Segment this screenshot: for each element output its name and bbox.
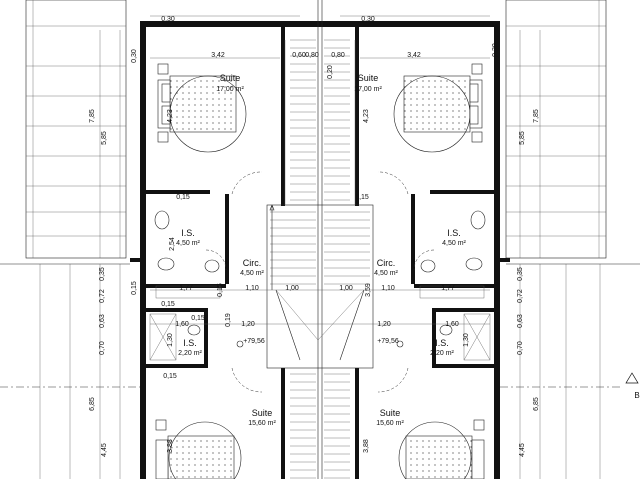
dim: 0,15 xyxy=(191,315,205,322)
dim: 0,15 xyxy=(161,301,175,308)
dim: 7,85 xyxy=(89,109,96,123)
is-right-name: I.S. xyxy=(447,228,461,238)
level-mark: +79,56 xyxy=(377,338,399,345)
dim: 0,35 xyxy=(99,267,106,281)
bed-bottom-left xyxy=(155,419,242,479)
dim: 0,70 xyxy=(99,341,106,355)
dim: 0,15 xyxy=(217,283,224,297)
dim: 6,85 xyxy=(533,397,540,411)
dim: 7,85 xyxy=(533,109,540,123)
suite-bottom-right-name: Suite xyxy=(380,408,401,418)
suite-top-right-area: 17,00 m² xyxy=(354,86,382,93)
bathroom-fixtures xyxy=(149,210,491,361)
is-small-right-area: 2,20 m² xyxy=(430,350,454,357)
dimension-labels: 0,30 0,30 3,42 3,42 0,60 0,80 0,80 0,20 … xyxy=(89,16,540,457)
dim: 0,72 xyxy=(517,289,524,303)
is-left-name: I.S. xyxy=(181,228,195,238)
circ-right-name: Circ. xyxy=(377,258,396,268)
dim: 4,23 xyxy=(167,109,174,123)
dim: 4,45 xyxy=(519,443,526,457)
dim: 0,19 xyxy=(225,313,232,327)
dim: 1,10 xyxy=(381,285,395,292)
dim: 0,15 xyxy=(176,194,190,201)
dim: 1,20 xyxy=(377,321,391,328)
dim: 4,23 xyxy=(363,109,370,123)
section-marker-label: B xyxy=(634,391,639,400)
is-small-left-area: 2,20 m² xyxy=(178,350,202,357)
suite-top-left-name: Suite xyxy=(220,73,241,83)
dim: 0,20 xyxy=(327,65,334,79)
dim: 0,80 xyxy=(331,52,345,59)
staircase xyxy=(266,39,374,479)
circ-right-area: 4,50 m² xyxy=(374,270,398,277)
is-small-left-name: I.S. xyxy=(183,338,197,348)
dim: 3,42 xyxy=(407,52,421,59)
dim: 1,77 xyxy=(179,285,193,292)
dim: 1,00 xyxy=(285,285,299,292)
door-swings xyxy=(205,171,435,393)
dim: 0,15 xyxy=(355,194,369,201)
left-balcony-area xyxy=(0,0,130,479)
suite-bottom-left-name: Suite xyxy=(252,408,273,418)
section-cut-line: B xyxy=(0,372,640,400)
dim: 3,42 xyxy=(211,52,225,59)
suite-top-left-area: 17,00 m² xyxy=(216,86,244,93)
building-walls xyxy=(130,0,510,479)
dim: 0,30 xyxy=(492,43,499,57)
bed-top-left xyxy=(157,63,247,153)
dim: 1,60 xyxy=(445,321,459,328)
bed-bottom-right xyxy=(398,419,485,479)
dim: 0,63 xyxy=(99,314,106,328)
circ-left-area: 4,50 m² xyxy=(240,270,264,277)
dim: 0,30 xyxy=(361,16,375,23)
dim: 1,10 xyxy=(245,285,259,292)
right-balcony-area xyxy=(505,0,640,479)
dim: 5,85 xyxy=(101,131,108,145)
dim: 4,45 xyxy=(101,443,108,457)
dim: 0,60 xyxy=(292,52,306,59)
level-mark: +79,56 xyxy=(243,338,265,345)
is-small-right-name: I.S. xyxy=(435,338,449,348)
dim: 0,63 xyxy=(517,314,524,328)
dim: 1,30 xyxy=(167,333,174,347)
dim: 0,35 xyxy=(517,267,524,281)
dim: 3,88 xyxy=(167,439,174,453)
dim: 0,15 xyxy=(163,373,177,380)
suite-top-right-name: Suite xyxy=(358,73,379,83)
dim: 1,77 xyxy=(441,285,455,292)
bed-top-right xyxy=(393,63,483,153)
dim: 3,59 xyxy=(365,283,372,297)
dim: 1,60 xyxy=(175,321,189,328)
dim: 0,30 xyxy=(161,16,175,23)
dim: 6,85 xyxy=(89,397,96,411)
dim: 5,85 xyxy=(519,131,526,145)
dim: 0,30 xyxy=(131,49,138,63)
dimension-lines xyxy=(99,15,541,479)
circ-left-name: Circ. xyxy=(243,258,262,268)
room-labels: Suite 17,00 m² Suite 17,00 m² I.S. 4,50 … xyxy=(176,73,466,427)
dim: 1,00 xyxy=(339,285,353,292)
dim: 0,15 xyxy=(131,281,138,295)
dim: 1,20 xyxy=(241,321,255,328)
dim: 3,88 xyxy=(363,439,370,453)
suite-bottom-left-area: 15,60 m² xyxy=(248,420,276,427)
dim: 0,70 xyxy=(517,341,524,355)
dim: 2,54 xyxy=(169,237,176,251)
is-left-area: 4,50 m² xyxy=(176,240,200,247)
dim: 0,80 xyxy=(305,52,319,59)
dim: 0,72 xyxy=(99,289,106,303)
suite-bottom-right-area: 15,60 m² xyxy=(376,420,404,427)
dim: 1,30 xyxy=(463,333,470,347)
is-right-area: 4,50 m² xyxy=(442,240,466,247)
